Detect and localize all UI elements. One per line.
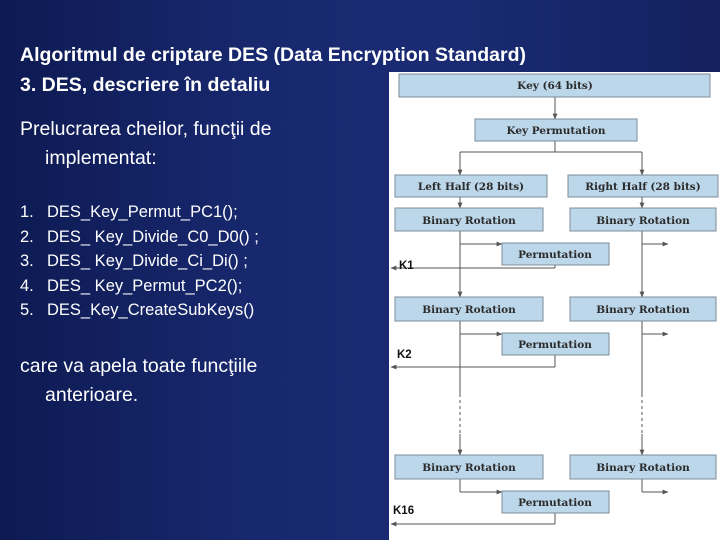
function-item: 1. DES_Key_Permut_PC1();	[20, 200, 259, 225]
svg-text:Binary Rotation: Binary Rotation	[596, 462, 690, 474]
svg-text:Left Half (28 bits): Left Half (28 bits)	[418, 181, 524, 193]
function-number: 2.	[20, 227, 34, 246]
svg-text:Permutation: Permutation	[518, 339, 592, 351]
function-name: DES_Key_CreateSubKeys()	[47, 301, 255, 319]
subkey-label-k2: K2	[397, 349, 412, 361]
outro-line-2: anterioare.	[45, 384, 139, 406]
function-item: 2. DES_ Key_Divide_C0_D0() ;	[20, 225, 259, 250]
function-name: DES_Key_Permut_PC1();	[47, 203, 238, 221]
key-box: Key (64 bits)	[398, 73, 711, 98]
function-number: 1.	[20, 203, 34, 221]
left-binary-rotation-16: Binary Rotation	[394, 454, 544, 480]
right-half-box: Right Half (28 bits)	[567, 174, 719, 198]
function-number: 4.	[20, 276, 34, 295]
function-number: 5.	[20, 301, 34, 319]
intro-line-1: Prelucrarea cheilor, funcţii de	[20, 118, 272, 140]
outro-text: care va apela toate funcţiile anterioare…	[20, 352, 360, 410]
title-line-1: Algoritmul de criptare DES (Data Encrypt…	[20, 44, 526, 66]
left-half-box: Left Half (28 bits)	[394, 174, 548, 198]
svg-text:Right Half (28 bits): Right Half (28 bits)	[585, 181, 700, 193]
left-binary-rotation-1: Binary Rotation	[394, 207, 544, 232]
permutation-box-1: Permutation	[501, 242, 610, 266]
function-number: 3.	[20, 252, 34, 270]
svg-text:Permutation: Permutation	[518, 249, 592, 261]
subkey-label-k1: K1	[399, 260, 414, 272]
subkey-label-k16: K16	[393, 505, 414, 517]
intro-text: Prelucrarea cheilor, funcţii de implemen…	[20, 115, 360, 173]
right-binary-rotation-16: Binary Rotation	[569, 454, 717, 480]
svg-text:Binary Rotation: Binary Rotation	[422, 304, 516, 316]
svg-text:Binary Rotation: Binary Rotation	[596, 304, 690, 316]
function-item: 4. DES_ Key_Permut_PC2();	[20, 274, 259, 299]
svg-text:Binary Rotation: Binary Rotation	[422, 215, 516, 227]
right-binary-rotation-2: Binary Rotation	[569, 296, 717, 322]
function-list: 1. DES_Key_Permut_PC1(); 2. DES_ Key_Divid…	[20, 200, 259, 323]
svg-text:Binary Rotation: Binary Rotation	[596, 215, 690, 227]
key-permutation-box: Key Permutation	[474, 118, 638, 142]
slide-title: Algoritmul de criptare DES (Data Encrypt…	[20, 40, 526, 100]
right-binary-rotation-1: Binary Rotation	[569, 207, 717, 232]
function-name: DES_ Key_Permut_PC2();	[47, 276, 243, 295]
function-name: DES_ Key_Divide_Ci_Di() ;	[47, 252, 248, 270]
svg-text:Permutation: Permutation	[518, 497, 592, 509]
permutation-box-2: Permutation	[501, 332, 610, 356]
svg-text:Key Permutation: Key Permutation	[506, 125, 605, 137]
diagram-svg: Key (64 bits) Key Permutation Left Half …	[390, 73, 719, 527]
left-binary-rotation-2: Binary Rotation	[394, 296, 544, 322]
permutation-box-16: Permutation	[501, 490, 610, 514]
title-line-2: 3. DES, descriere în detaliu	[20, 74, 271, 96]
outro-line-1: care va apela toate funcţiile	[20, 355, 258, 377]
function-name: DES_ Key_Divide_C0_D0() ;	[47, 227, 259, 246]
diagram-connectors	[390, 97, 669, 527]
svg-text:Binary Rotation: Binary Rotation	[422, 462, 516, 474]
svg-text:Key (64 bits): Key (64 bits)	[517, 80, 593, 92]
function-item: 5. DES_Key_CreateSubKeys()	[20, 298, 259, 323]
function-item: 3. DES_ Key_Divide_Ci_Di() ;	[20, 249, 259, 274]
intro-line-2: implementat:	[45, 147, 157, 169]
des-key-schedule-diagram: Key (64 bits) Key Permutation Left Half …	[389, 72, 720, 540]
